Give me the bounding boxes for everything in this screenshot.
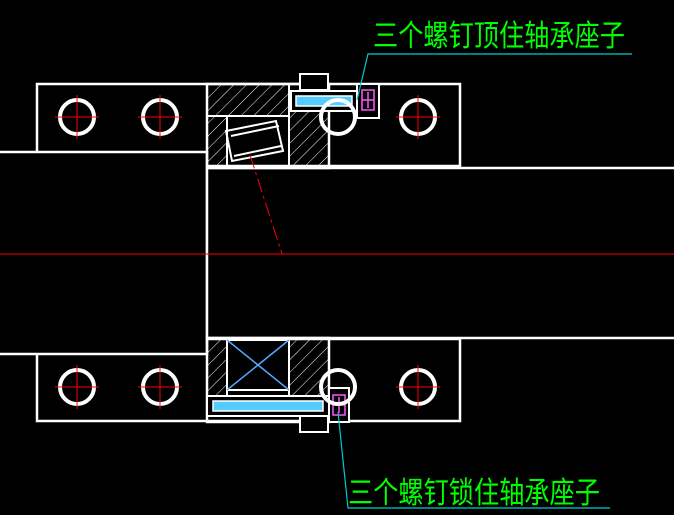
- screw-head-icon: [361, 89, 375, 111]
- bearing-angle-line: [249, 154, 283, 255]
- leader-lines: [337, 53, 632, 509]
- left-shaft: [0, 150, 209, 356]
- bottom-leader-line: [337, 411, 610, 509]
- annotation-bottom: 三个螺钉锁住轴承座子: [348, 476, 600, 511]
- top-leader-line: [356, 53, 632, 101]
- bearing-housing-upper: [205, 82, 331, 170]
- bolt-hole-crosshairs: [55, 95, 440, 409]
- bolt-hole-circle: [319, 98, 357, 136]
- upper-roller-bearing: [224, 119, 285, 163]
- lower-bearing: [226, 339, 290, 391]
- right-shaft: [205, 166, 674, 340]
- annotation-top: 三个螺钉顶住轴承座子: [373, 19, 625, 54]
- bolt-hole-circle: [319, 368, 357, 406]
